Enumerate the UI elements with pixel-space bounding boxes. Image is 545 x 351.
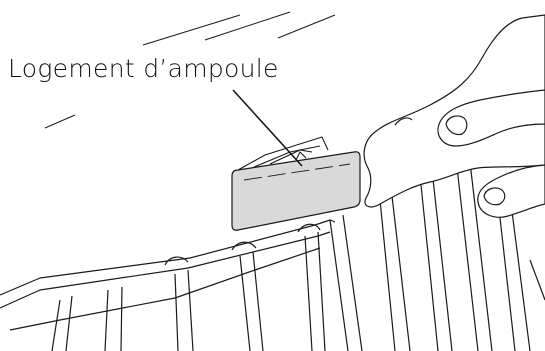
hand bbox=[364, 15, 545, 217]
bulb-housing-label: Logement d’ampoule bbox=[8, 56, 279, 81]
bulb-cover bbox=[232, 152, 360, 231]
